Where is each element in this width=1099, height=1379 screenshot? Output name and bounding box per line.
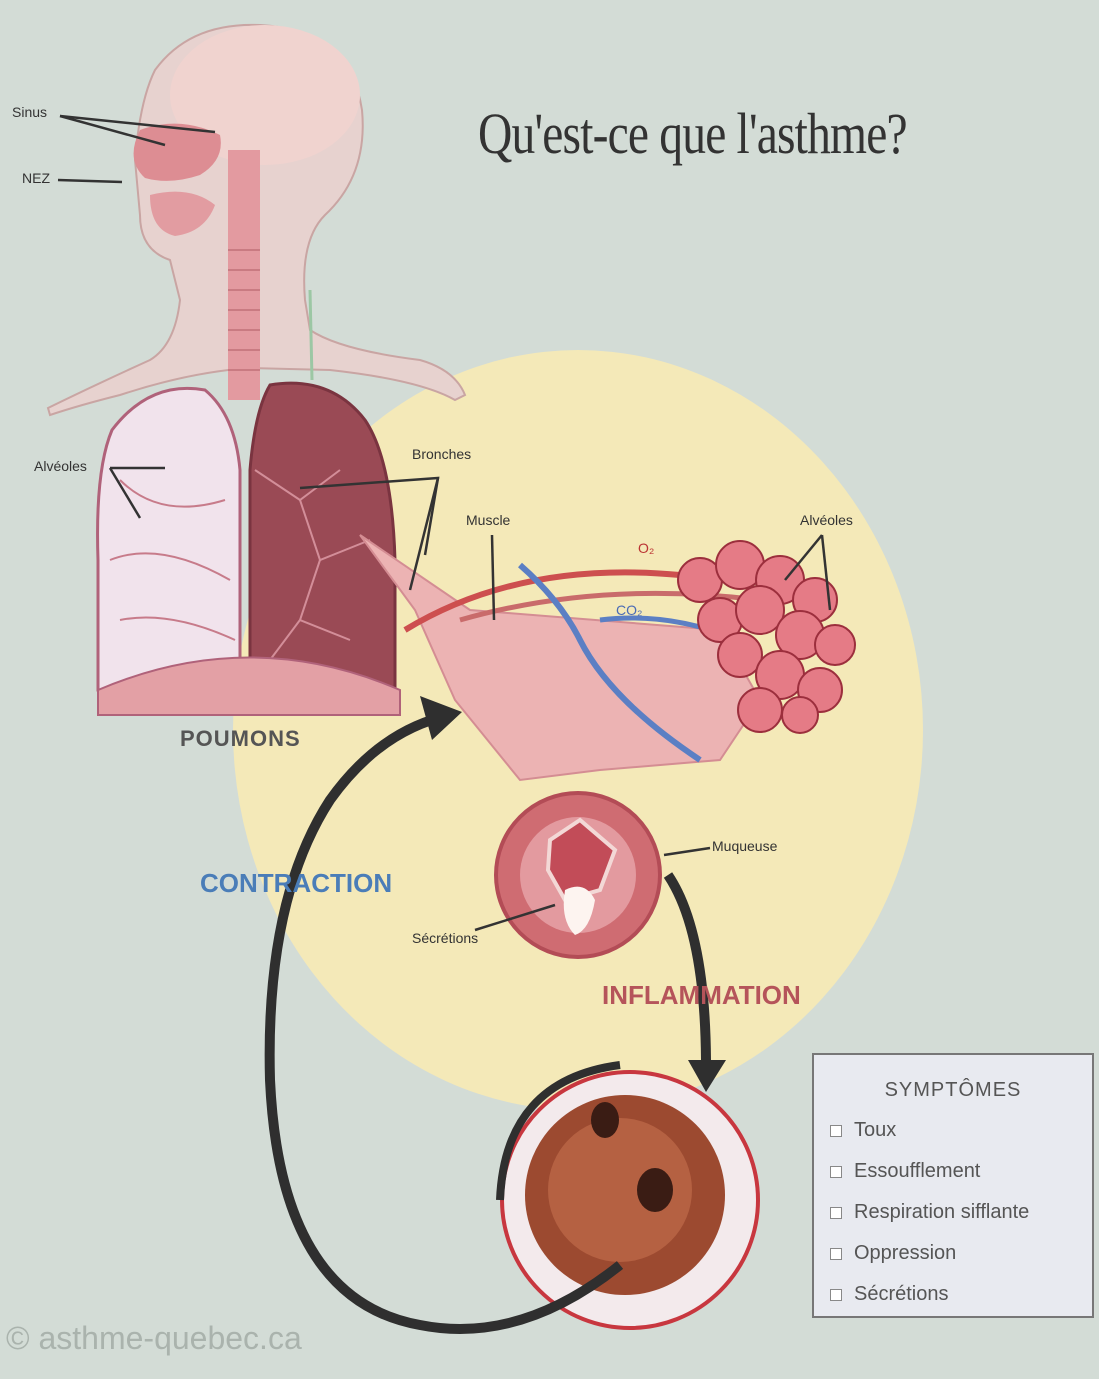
label-muscle: Muscle xyxy=(466,512,510,528)
label-inflammation: INFLAMMATION xyxy=(602,980,801,1011)
watermark: © asthme-quebec.ca xyxy=(6,1320,302,1357)
label-muqueuse: Muqueuse xyxy=(712,838,777,854)
label-o2: O₂ xyxy=(638,540,654,556)
symptom-item: Essoufflement xyxy=(830,1151,1092,1192)
symptom-label: Respiration sifflante xyxy=(854,1201,1029,1224)
symptom-label: Sécrétions xyxy=(854,1283,949,1306)
label-alveoles-right: Alvéoles xyxy=(800,512,853,528)
symptoms-title: SYMPTÔMES xyxy=(814,1079,1092,1102)
checkbox-icon xyxy=(830,1166,842,1178)
label-poumons: POUMONS xyxy=(180,726,301,752)
symptom-item: Toux xyxy=(830,1110,1092,1151)
label-alveoles-left: Alvéoles xyxy=(34,458,87,474)
checkbox-icon xyxy=(830,1248,842,1260)
trachea xyxy=(228,150,260,400)
checkbox-icon xyxy=(830,1289,842,1301)
symptom-item: Sécrétions xyxy=(830,1274,1092,1315)
label-nez: NEZ xyxy=(22,170,50,186)
label-secretions: Sécrétions xyxy=(412,930,478,946)
checkbox-icon xyxy=(830,1207,842,1219)
symptom-label: Toux xyxy=(854,1119,896,1142)
symptom-label: Oppression xyxy=(854,1242,956,1265)
symptoms-box: SYMPTÔMES Toux Essoufflement Respiration… xyxy=(812,1053,1094,1318)
symptom-item: Oppression xyxy=(830,1233,1092,1274)
label-contraction: CONTRACTION xyxy=(200,868,392,899)
symptom-label: Essoufflement xyxy=(854,1160,980,1183)
page-title: Qu'est-ce que l'asthme? xyxy=(478,100,907,167)
label-sinus: Sinus xyxy=(12,104,47,120)
symptom-item: Respiration sifflante xyxy=(830,1192,1092,1233)
left-lung xyxy=(98,388,240,690)
label-co2: CO₂ xyxy=(616,602,642,618)
symptoms-list: Toux Essoufflement Respiration sifflante… xyxy=(830,1110,1092,1315)
label-bronches: Bronches xyxy=(412,446,471,462)
checkbox-icon xyxy=(830,1125,842,1137)
